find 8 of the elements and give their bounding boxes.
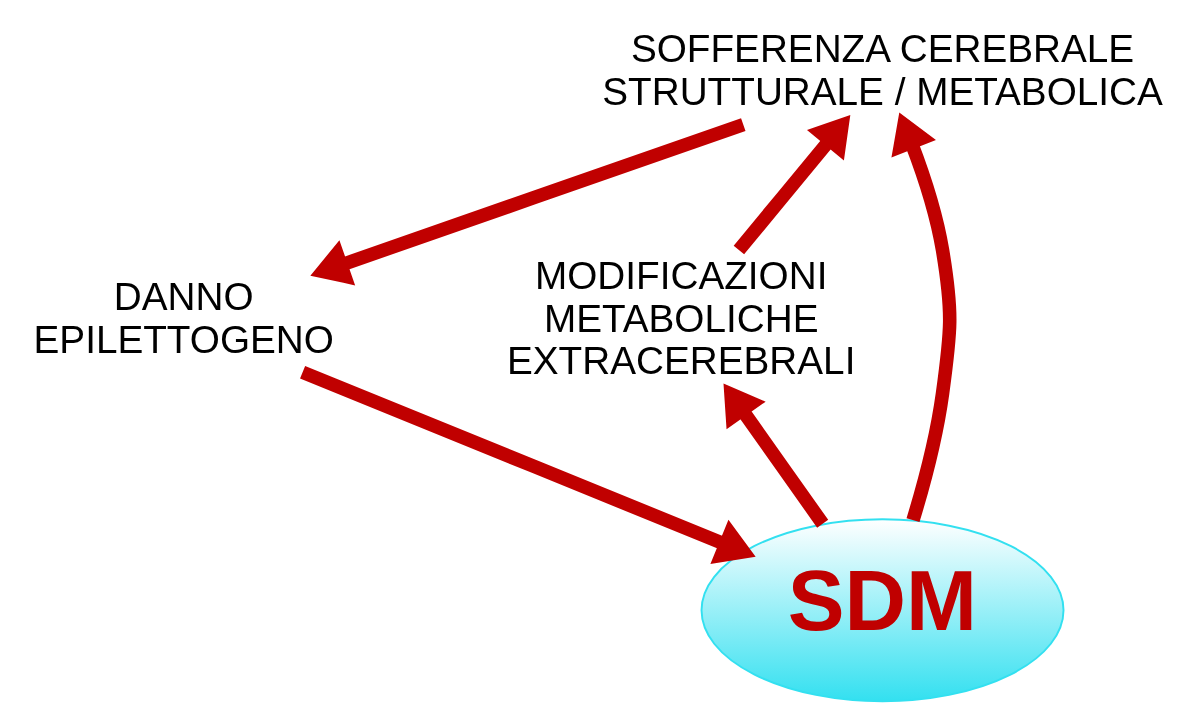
arrow bbox=[300, 365, 756, 564]
node-text: MODIFICAZIONI METABOLICHE EXTRACEREBRALI bbox=[506, 253, 856, 382]
node-text: DANNO EPILETTOGENO bbox=[33, 274, 334, 361]
arrow bbox=[723, 383, 829, 528]
arrow bbox=[891, 111, 957, 522]
arrow bbox=[310, 117, 746, 285]
node-text: SOFFERENZA CEREBRALE STRUTTURALE / METABOLICA bbox=[602, 26, 1163, 113]
arrow bbox=[733, 114, 851, 254]
